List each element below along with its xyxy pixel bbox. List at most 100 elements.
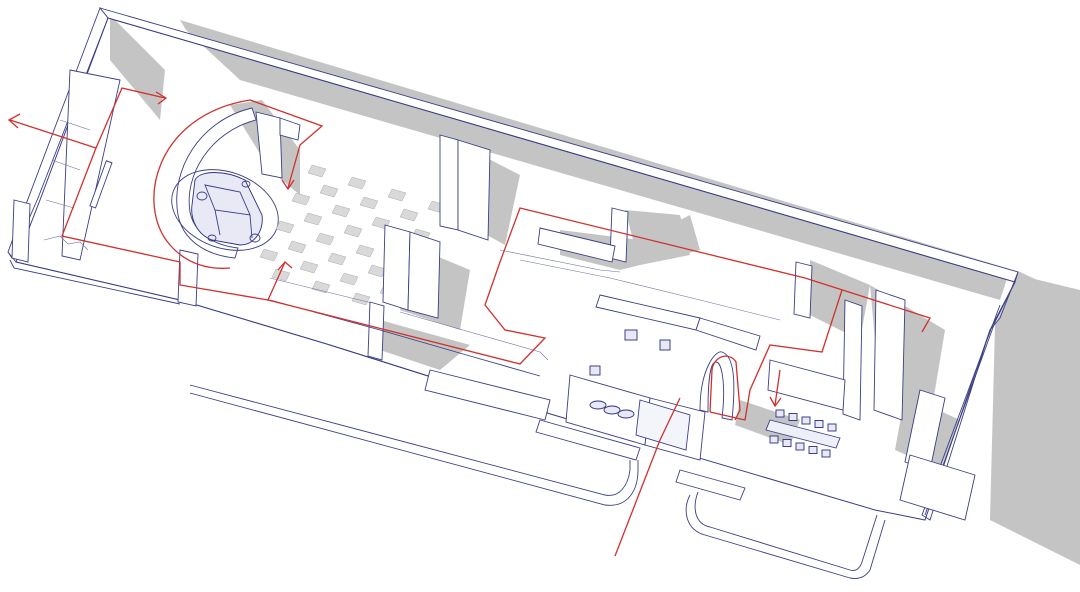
ramp-path-left (189, 384, 631, 496)
meeting-chairs (769, 409, 837, 458)
front-mid-pier (177, 249, 199, 307)
route-corridor (267, 207, 931, 365)
meeting-chair (769, 435, 779, 444)
corridor-partitions (269, 134, 813, 421)
seat-block (291, 192, 311, 206)
arrow-meeting-room (769, 396, 782, 408)
left-wall-line-2 (51, 159, 81, 171)
meeting-chair (795, 442, 805, 451)
counter-2 (695, 317, 761, 351)
ledge-1 (519, 259, 781, 321)
glass-box (635, 399, 691, 451)
seat-block (339, 272, 359, 286)
right-wall-panel-2 (899, 454, 976, 521)
route-entry (614, 397, 681, 557)
meeting-chair (821, 449, 831, 458)
seat-block (319, 184, 339, 198)
seating-grid (259, 164, 447, 306)
meeting-chair (782, 439, 792, 447)
seat-block (347, 176, 367, 190)
floor-slab (15, 17, 1016, 521)
seat-block (359, 196, 379, 210)
seat-block (355, 244, 375, 258)
seat-block (331, 204, 351, 218)
front-edge-2 (9, 259, 181, 305)
partition-tall-1 (439, 134, 459, 231)
circular-display-wall (176, 107, 257, 259)
circulation-route (7, 87, 931, 557)
seat-block (399, 208, 419, 222)
entrance-step (535, 419, 641, 461)
seat-block (367, 264, 387, 278)
front-ramp (424, 369, 551, 421)
room-shadow (735, 400, 800, 445)
seat-block (271, 268, 291, 282)
meeting-room (765, 289, 976, 521)
seating-front-edge (269, 277, 381, 306)
left-wall-shadow (110, 15, 165, 120)
route-hall-entry (249, 99, 324, 189)
arrow-up-seating (277, 261, 293, 271)
partition-tall-2 (382, 224, 411, 311)
lower-shadow (380, 320, 470, 370)
left-stair (43, 235, 89, 251)
corridor-railing (399, 311, 549, 361)
seat-block (387, 188, 407, 202)
meeting-chair (814, 420, 824, 428)
counter-1 (595, 294, 701, 331)
right-outer-wall-inner (924, 281, 1016, 516)
mid-shadow-2 (625, 210, 690, 265)
ramp-path-right (685, 494, 886, 579)
seat-block (287, 240, 307, 254)
chairs-center (589, 329, 671, 376)
meeting-partition-1 (842, 299, 863, 421)
circular-hall (11, 69, 301, 307)
front-left-pier (11, 199, 31, 263)
meeting-partition-2 (873, 289, 906, 421)
meeting-chair (775, 409, 785, 418)
ramp-path-right-inner (694, 491, 878, 571)
arrow-top (155, 91, 168, 105)
left-window (89, 160, 113, 209)
ledge-block (537, 227, 616, 263)
seat-block (327, 252, 347, 266)
partition-tall-2-face (407, 231, 441, 319)
seat-block (311, 280, 331, 294)
route-center-loop (709, 355, 741, 421)
left-inner-wall (61, 69, 121, 261)
seat-block (303, 212, 323, 226)
route-right-branch (709, 289, 843, 421)
arrow-exit-left (7, 113, 21, 129)
route-to-meeting (774, 369, 781, 406)
round-tables (589, 400, 635, 419)
pier-1 (367, 301, 385, 361)
right-outer-shadow (990, 275, 1080, 565)
meeting-room-back (767, 359, 846, 411)
hall-partition (255, 111, 283, 179)
entrance-step-2 (675, 469, 746, 501)
ledge-2 (499, 249, 621, 273)
ramp-path-left-inner (189, 392, 639, 506)
car-model (191, 172, 263, 246)
route-left-loop (95, 87, 166, 149)
curved-wall (699, 351, 735, 421)
seat-block (259, 248, 279, 262)
meeting-chair (788, 413, 798, 421)
meeting-chair (801, 416, 811, 425)
seat-block (315, 232, 335, 246)
route-hall-arc (153, 99, 251, 269)
seat-block (343, 224, 363, 238)
pier-3 (793, 261, 813, 319)
arrow-into-hall (281, 179, 295, 191)
seat-block (299, 260, 319, 274)
hall-partition-2 (279, 117, 301, 141)
meeting-table (765, 419, 841, 449)
center-rooms (535, 329, 746, 501)
meeting-chair (808, 446, 818, 454)
entrance-ramps (189, 384, 886, 579)
seat-block (275, 220, 295, 234)
left-wall-line-3 (45, 199, 75, 209)
left-wall-line-1 (59, 119, 91, 131)
